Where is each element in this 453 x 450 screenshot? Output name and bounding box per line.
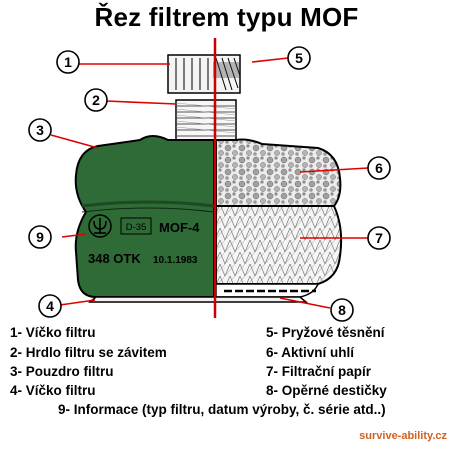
legend-item-6: 6- Aktivní uhlí — [266, 345, 355, 360]
svg-text:5: 5 — [295, 50, 303, 66]
callout-8: 8 — [330, 298, 354, 322]
svg-text:7: 7 — [375, 230, 383, 246]
callout-3: 3 — [28, 118, 52, 142]
svg-text:2: 2 — [92, 92, 100, 108]
trident-emblem-icon — [93, 218, 107, 234]
serial-text: 348 OTK — [88, 251, 141, 266]
svg-text:9: 9 — [36, 229, 44, 245]
callout-7: 7 — [367, 226, 391, 250]
model-text: MOF-4 — [159, 220, 200, 235]
legend-item-8: 8- Opěrné destičky — [266, 383, 387, 398]
callout-5: 5 — [287, 46, 311, 70]
legend-item-3: 3- Pouzdro filtru — [10, 364, 114, 379]
filter-cross-section-right — [215, 138, 343, 298]
callout-6: 6 — [367, 156, 391, 180]
svg-text:1: 1 — [64, 54, 72, 70]
legend-item-4: 4- Víčko filtru — [10, 383, 96, 398]
svg-text:3: 3 — [36, 122, 44, 138]
code-box-text: D-35 — [126, 222, 147, 233]
legend-item-1: 1- Víčko filtru — [10, 325, 96, 340]
page-title: Řez filtrem typu MOF — [94, 2, 359, 32]
bottom-lid — [87, 296, 309, 303]
watermark: survive-ability.cz — [359, 430, 447, 442]
svg-text:8: 8 — [338, 302, 346, 318]
threaded-neck — [175, 99, 237, 141]
legend-item-9: 9- Informace (typ filtru, datum výroby, … — [58, 402, 386, 417]
callout-4: 4 — [38, 294, 62, 318]
filter-housing-left — [74, 135, 215, 298]
callout-lines — [50, 57, 369, 309]
callout-1: 1 — [56, 50, 80, 74]
legend-item-2: 2- Hrdlo filtru se závitem — [10, 345, 167, 360]
svg-text:6: 6 — [375, 160, 383, 176]
svg-text:4: 4 — [46, 298, 54, 314]
date-text: 10.1.1983 — [153, 255, 198, 266]
filter-cap — [167, 54, 241, 94]
filter-marking: D-35 MOF-4 348 OTK 10.1.1983 — [88, 214, 200, 266]
legend-item-7: 7- Filtrační papír — [266, 364, 372, 379]
callout-2: 2 — [84, 88, 108, 112]
legend-item-5: 5- Pryžové těsnění — [266, 325, 385, 340]
callout-9: 9 — [28, 225, 52, 249]
